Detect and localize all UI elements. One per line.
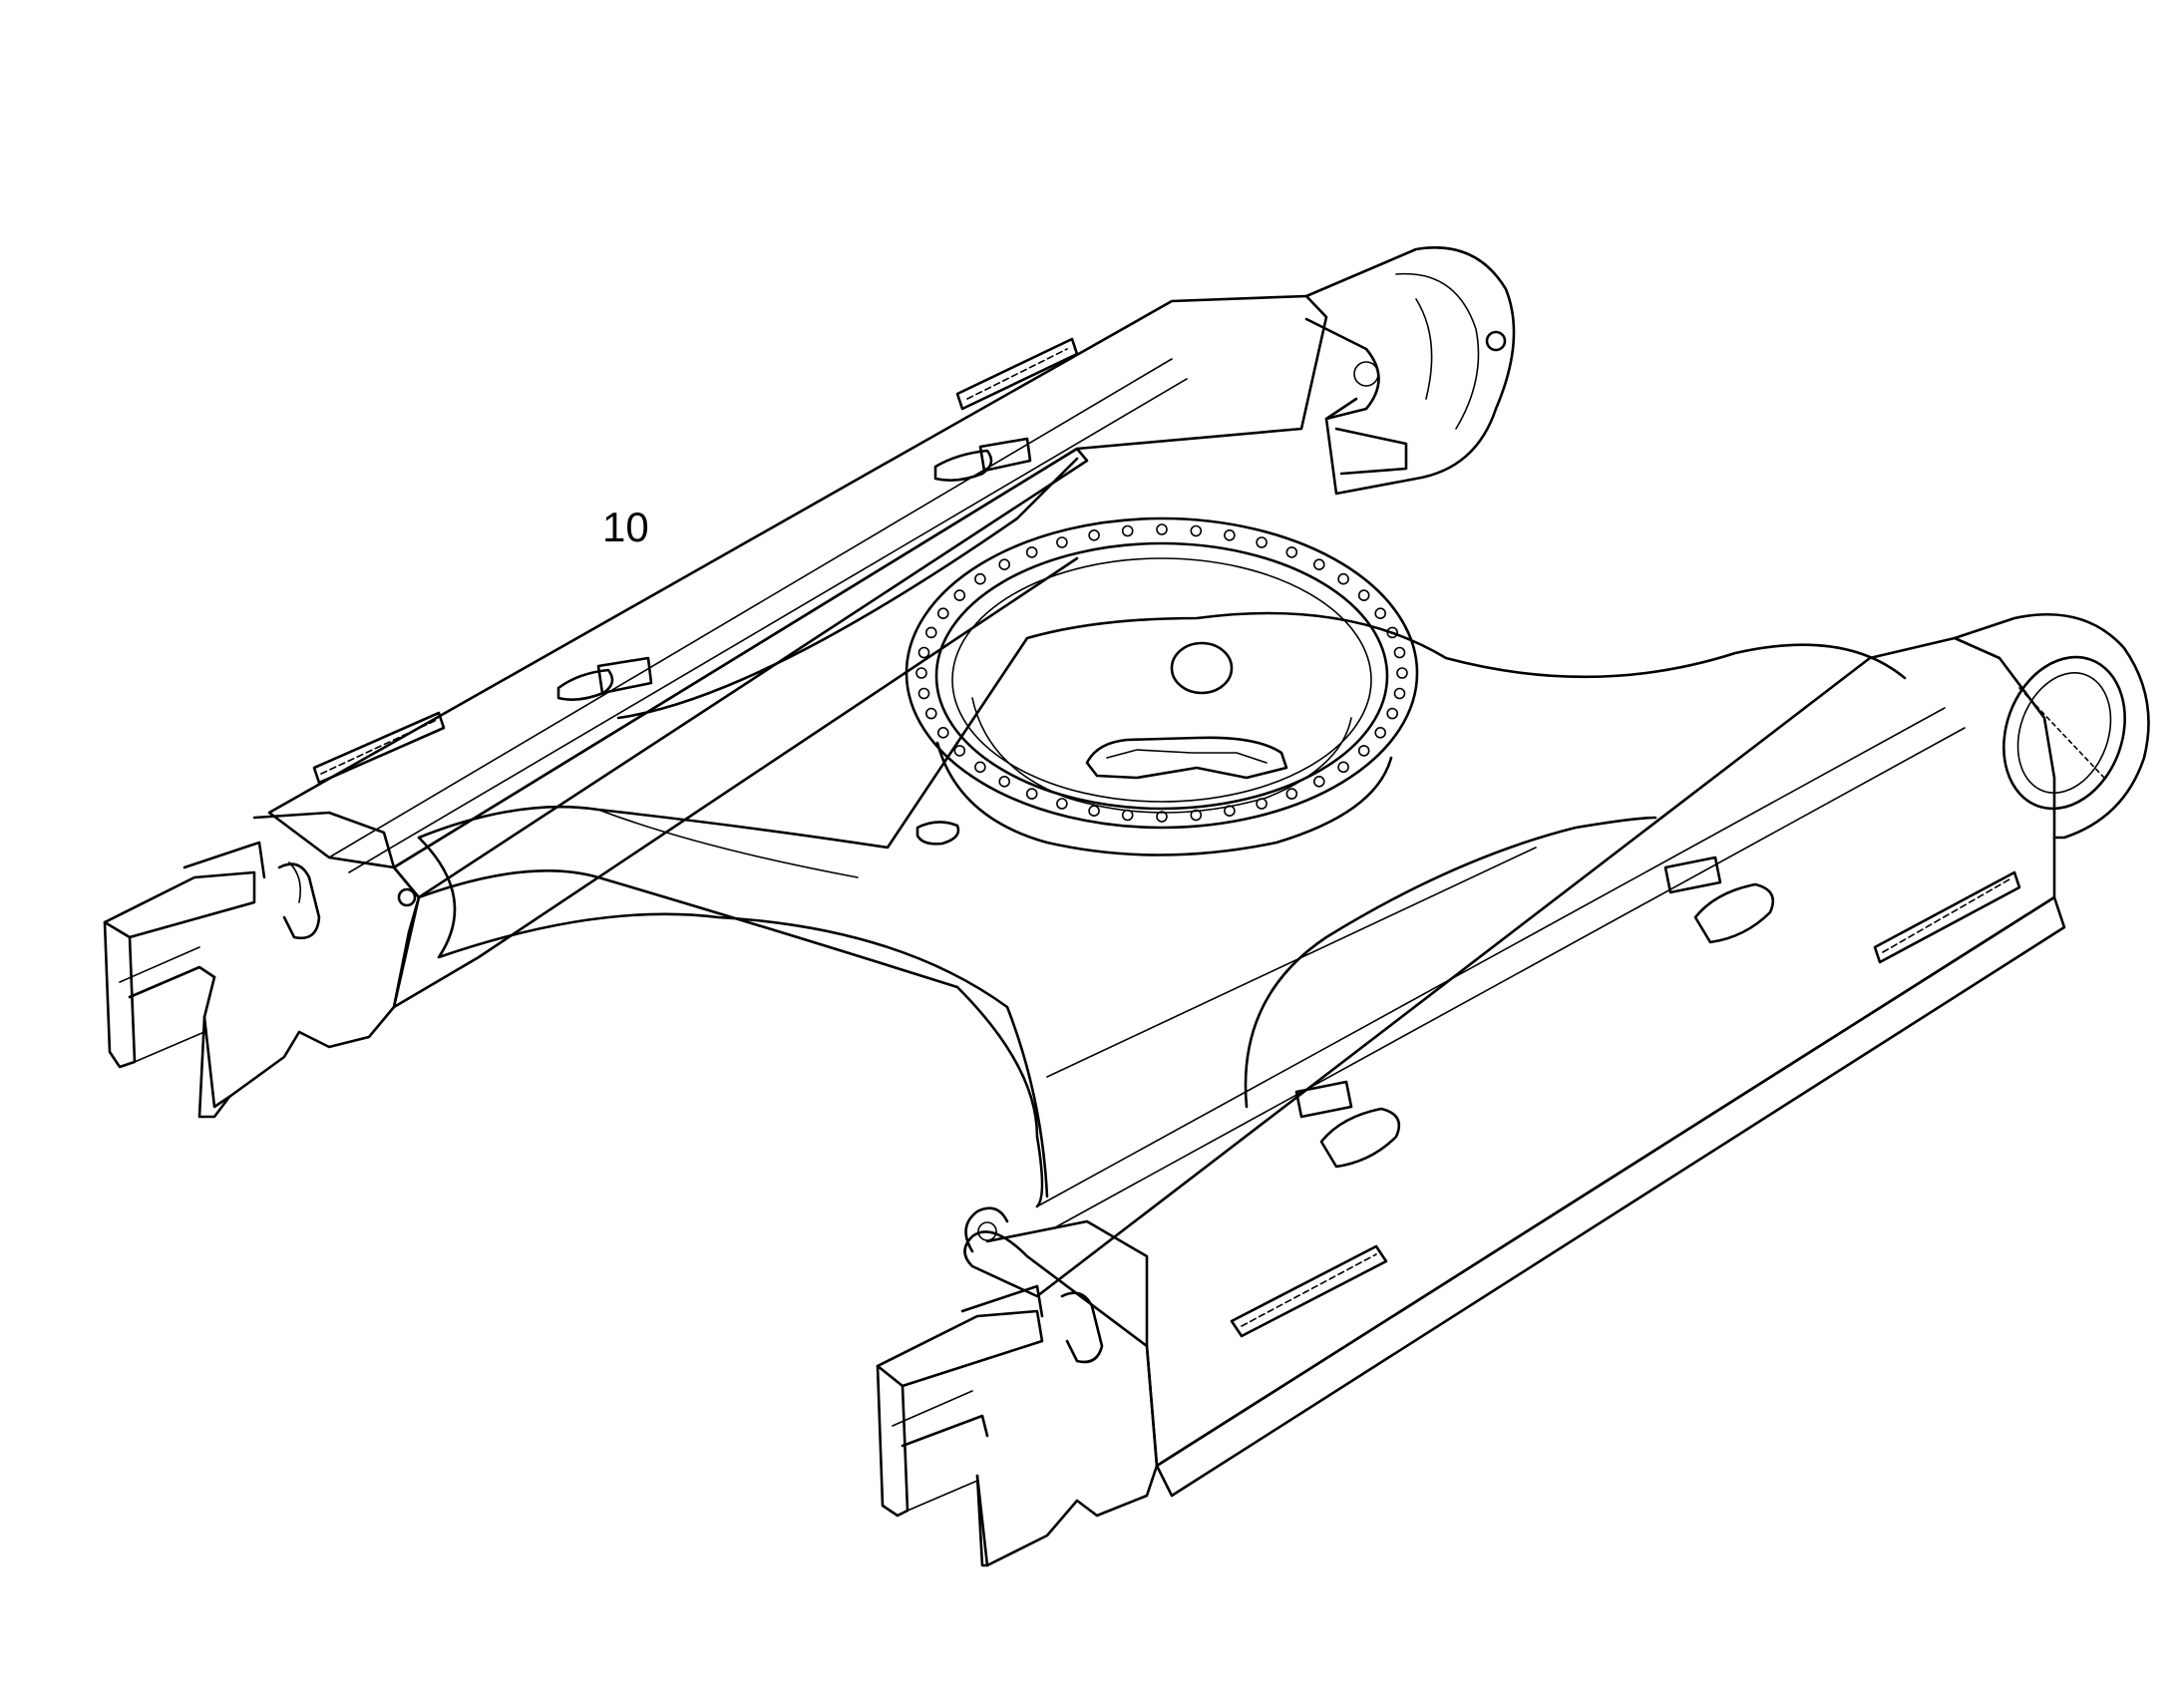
bolt-hole	[1088, 805, 1100, 818]
bolt-hole	[974, 572, 986, 585]
right-track-frame	[876, 612, 2150, 1567]
bolt-hole	[915, 667, 927, 679]
bolt-hole	[1374, 726, 1386, 739]
bolt-hole	[1256, 798, 1268, 810]
center-frame-body	[417, 611, 1907, 1208]
bolt-hole	[1313, 558, 1325, 571]
bolt-hole	[936, 726, 949, 739]
bolt-hole	[1025, 546, 1038, 558]
bolt-hole	[1337, 761, 1349, 774]
bolt-hole	[1285, 546, 1298, 558]
bolt-hole	[1357, 589, 1370, 601]
bolt-hole	[1121, 524, 1134, 537]
bolt-hole	[974, 761, 986, 774]
bolt-hole	[1256, 536, 1268, 548]
bolt-hole	[1190, 809, 1203, 822]
bolt-hole	[953, 589, 966, 601]
bolt-hole	[1056, 536, 1068, 548]
bolt-hole	[924, 626, 937, 639]
bolt-hole	[953, 745, 966, 757]
part-callout-10: 10	[602, 504, 649, 550]
bolt-hole	[1357, 745, 1370, 757]
bolt-hole	[1393, 646, 1406, 659]
bolt-hole-pattern	[915, 523, 1408, 823]
bolt-hole	[924, 707, 937, 720]
bolt-hole	[998, 775, 1011, 788]
bolt-hole	[1313, 775, 1325, 788]
bolt-hole	[1374, 607, 1386, 620]
bolt-hole	[917, 646, 930, 659]
bolt-hole	[936, 607, 949, 620]
bolt-hole	[1386, 707, 1398, 720]
bolt-hole	[1224, 805, 1236, 818]
bolt-hole	[1285, 788, 1298, 800]
bolt-hole	[1337, 572, 1349, 585]
bolt-hole	[1156, 811, 1168, 823]
bolt-hole	[1056, 798, 1068, 810]
bolt-hole	[1025, 788, 1038, 800]
bolt-hole	[1224, 528, 1236, 541]
swing-bearing-ring	[905, 516, 1419, 856]
bolt-hole	[1396, 667, 1408, 679]
bolt-hole	[998, 558, 1011, 571]
bolt-hole	[1121, 809, 1134, 822]
bolt-hole	[1088, 528, 1100, 541]
bolt-hole	[1156, 523, 1168, 535]
bolt-hole	[1190, 524, 1203, 537]
left-track-frame	[103, 246, 1516, 1119]
bolt-hole	[917, 687, 930, 700]
bolt-hole	[1386, 626, 1398, 639]
bolt-hole	[1393, 687, 1406, 700]
